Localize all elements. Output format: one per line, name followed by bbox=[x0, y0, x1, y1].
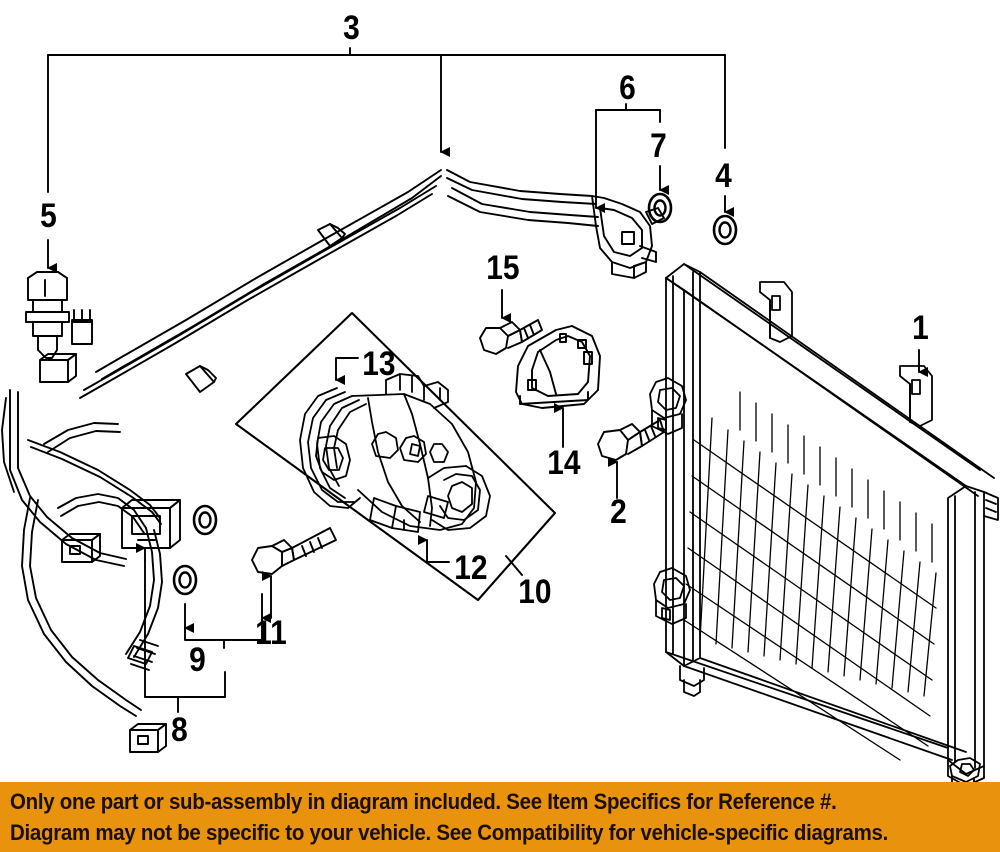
o-ring-9b bbox=[172, 564, 198, 596]
callout-14: 14 bbox=[547, 444, 581, 482]
callout-4: 4 bbox=[715, 157, 732, 195]
callout-8: 8 bbox=[171, 711, 188, 749]
callout-13: 13 bbox=[362, 345, 396, 383]
leader-13-elbow bbox=[335, 357, 359, 385]
compressor-assembly-box bbox=[234, 311, 557, 602]
o-ring-9a bbox=[192, 504, 218, 536]
callout-2: 2 bbox=[610, 493, 627, 531]
a-c-condenser bbox=[649, 263, 999, 797]
refrigerant-lines bbox=[1, 169, 599, 753]
compressor-mounting-bracket bbox=[515, 325, 601, 409]
leader-12-elbow bbox=[418, 535, 450, 563]
o-ring-seals bbox=[172, 192, 738, 596]
callout-7: 7 bbox=[650, 127, 667, 165]
callout-11: 11 bbox=[255, 614, 287, 652]
leader-9-bracket bbox=[184, 617, 263, 641]
callout-12: 12 bbox=[454, 549, 488, 587]
callout-9: 9 bbox=[189, 641, 206, 679]
o-ring-7 bbox=[647, 192, 673, 224]
disclaimer-line-2: Diagram may not be specific to your vehi… bbox=[10, 820, 888, 845]
a-c-pressure-switch bbox=[25, 271, 70, 359]
compressor-mount-bolt-11 bbox=[251, 527, 337, 575]
callout-5: 5 bbox=[40, 197, 57, 235]
leader-10-line bbox=[505, 555, 523, 576]
disclaimer-line-1: Only one part or sub-assembly in diagram… bbox=[10, 789, 837, 814]
callout-15: 15 bbox=[486, 249, 520, 287]
callout-1: 1 bbox=[912, 309, 929, 347]
callout-10: 10 bbox=[518, 573, 552, 611]
callout-3: 3 bbox=[343, 9, 360, 47]
suction-line-bracket bbox=[591, 195, 665, 279]
condenser-mount-bolt-2 bbox=[597, 419, 665, 461]
callout-6: 6 bbox=[619, 69, 636, 107]
a-c-compressor bbox=[299, 373, 491, 533]
o-ring-4 bbox=[712, 214, 738, 246]
line-end-fitting-artifact bbox=[949, 757, 981, 783]
disclaimer-banner: Only one part or sub-assembly in diagram… bbox=[0, 782, 1000, 852]
bracket-bolt-15 bbox=[479, 319, 543, 355]
callout-leaders bbox=[47, 47, 928, 713]
